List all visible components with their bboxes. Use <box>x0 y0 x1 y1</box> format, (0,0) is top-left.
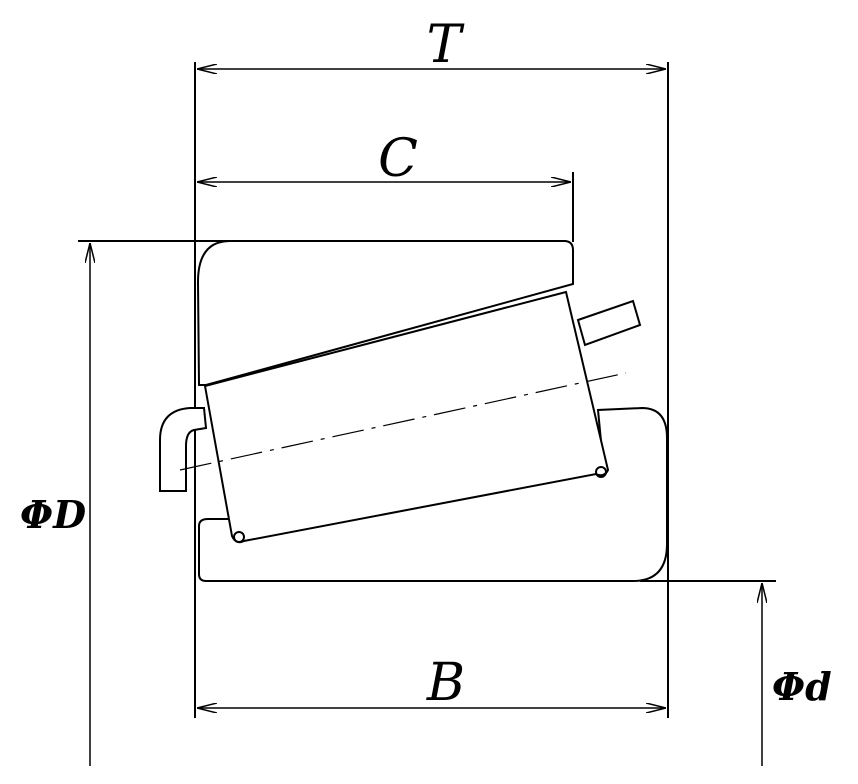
label-inner-diameter: Φd <box>772 664 832 709</box>
label-outer-diameter: ΦD <box>20 492 86 537</box>
label-t: T <box>427 15 465 75</box>
label-c: C <box>378 129 418 189</box>
roller-corner-bottom-left <box>233 531 245 543</box>
inner-ring <box>198 406 668 582</box>
cage-hook <box>159 407 208 492</box>
cage-tab <box>576 299 642 347</box>
roller-corner-bottom-right <box>595 466 607 478</box>
roller-axis-centerline <box>179 372 627 471</box>
label-b: B <box>426 653 465 713</box>
